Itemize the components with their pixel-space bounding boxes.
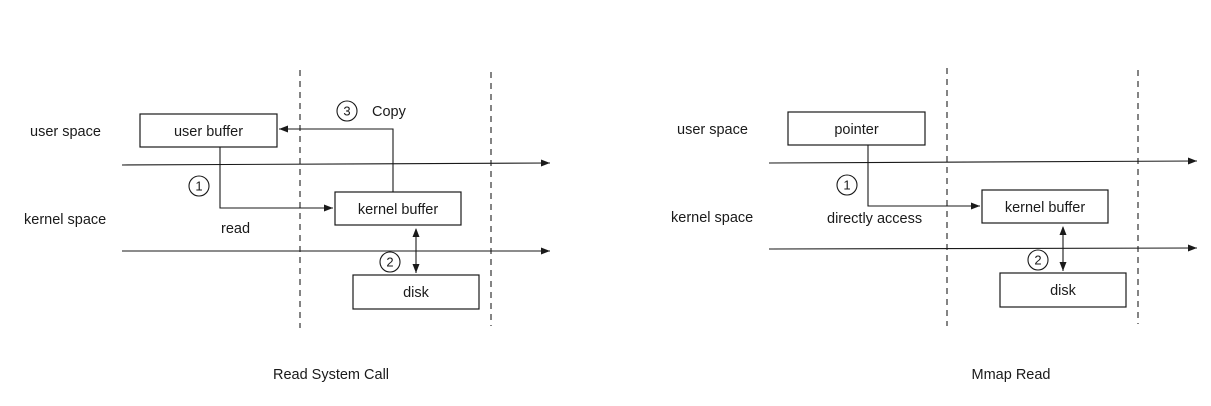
pointer-label: pointer — [834, 122, 879, 138]
right-user-space-label: user space — [677, 122, 748, 138]
right-step-1-marker — [836, 174, 858, 196]
right-kernel-buffer-box — [981, 189, 1109, 224]
left-step-3-number: 3 — [343, 104, 350, 119]
left-kernel-buffer-label: kernel buffer — [358, 202, 439, 218]
left-step-2-number: 2 — [386, 255, 393, 270]
mmap-read-diagram: user space kernel space pointer kernel b… — [671, 68, 1198, 383]
right-step-2-marker — [1027, 249, 1049, 271]
right-kernel-space-label: kernel space — [671, 210, 753, 226]
pointer-box — [787, 111, 926, 146]
right-kernel-disk-divider-arrow — [768, 244, 1198, 252]
user-buffer-box — [139, 113, 278, 148]
read-label: read — [221, 221, 250, 237]
right-user-kernel-divider-arrow — [768, 157, 1198, 165]
left-step-3-marker — [336, 100, 358, 122]
left-step-1-marker — [188, 175, 210, 197]
copy-label: Copy — [372, 104, 407, 120]
left-user-kernel-divider-arrow — [121, 159, 551, 167]
left-step-1-number: 1 — [195, 179, 202, 194]
read-system-call-caption: Read System Call — [273, 367, 389, 383]
user-buffer-label: user buffer — [174, 124, 243, 140]
read-path-arrow — [219, 147, 333, 212]
right-kernel-buffer-label: kernel buffer — [1005, 200, 1086, 216]
left-disk-label: disk — [403, 285, 430, 301]
left-step-2-marker — [379, 251, 401, 273]
right-step-1-number: 1 — [843, 178, 850, 193]
left-kernel-space-label: kernel space — [24, 212, 106, 228]
right-disk-box — [999, 272, 1127, 308]
left-disk-box — [352, 274, 480, 310]
mmap-read-caption: Mmap Read — [972, 367, 1051, 383]
right-step-2-number: 2 — [1034, 253, 1041, 268]
read-system-call-diagram: user space kernel space user buffer kern… — [24, 70, 551, 383]
directly-access-label: directly access — [827, 211, 922, 227]
left-kernel-buffer-box — [334, 191, 462, 226]
copy-path-arrow — [279, 125, 394, 192]
right-disk-label: disk — [1050, 283, 1077, 299]
direct-access-arrow — [867, 145, 980, 210]
left-user-space-label: user space — [30, 124, 101, 140]
